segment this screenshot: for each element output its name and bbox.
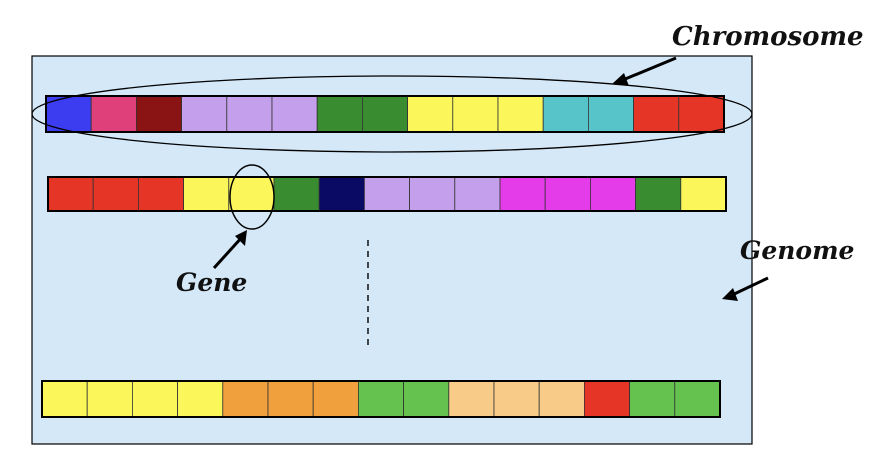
chromosome-arrowhead — [612, 73, 629, 86]
gene-cell — [222, 380, 269, 418]
gene-cell — [454, 176, 501, 212]
gene-cell — [678, 95, 725, 133]
gene-cell — [312, 380, 359, 418]
gene-cell — [452, 95, 499, 133]
gene-cell — [183, 176, 230, 212]
gene-cell — [177, 380, 224, 418]
chromosome-outline-ellipse — [31, 75, 753, 153]
gene-cell — [542, 95, 589, 133]
gene-highlight-ellipse — [229, 164, 275, 230]
chromosome-strip-2 — [47, 176, 727, 212]
gene-cell — [135, 95, 182, 133]
gene-cell — [137, 176, 184, 212]
chromosome-strip-1 — [45, 95, 725, 133]
gene-cell — [497, 95, 544, 133]
gene-cell — [271, 95, 318, 133]
chromosome-strip-3 — [41, 380, 721, 418]
gene-cell — [316, 95, 363, 133]
gene-cell — [403, 380, 450, 418]
gene-cell — [226, 95, 273, 133]
gene-cell — [228, 176, 275, 212]
gene-arrowhead — [235, 230, 247, 246]
genome-arrow — [729, 276, 769, 298]
chromosome-arrow — [617, 56, 677, 84]
gene-cell — [41, 380, 88, 418]
gene-cell — [131, 380, 178, 418]
gene-cell — [633, 95, 680, 133]
gene-cell — [363, 176, 410, 212]
chromosome-strip-outline — [45, 95, 725, 133]
gene-cell — [45, 95, 92, 133]
gene-cell — [267, 380, 314, 418]
chromosome-label: Chromosome — [672, 22, 864, 52]
gene-cell — [407, 95, 454, 133]
gene-cell — [584, 380, 631, 418]
gene-cell — [680, 176, 727, 212]
gene-cell — [499, 176, 546, 212]
gene-cell — [181, 95, 228, 133]
gene-cell — [86, 380, 133, 418]
gene-cell — [273, 176, 320, 212]
gene-label: Gene — [176, 268, 248, 297]
gene-cell — [409, 176, 456, 212]
chromosome-strip-outline — [47, 176, 727, 212]
gene-cell — [361, 95, 408, 133]
gene-cell — [92, 176, 139, 212]
chromosome-strip-outline — [41, 380, 721, 418]
arrows — [212, 56, 769, 301]
gene-cell — [588, 95, 635, 133]
gene-cell — [318, 176, 365, 212]
gene-cell — [47, 176, 94, 212]
gene-cell — [357, 380, 404, 418]
gene-cell — [635, 176, 682, 212]
gene-cell — [629, 380, 676, 418]
genome-label: Genome — [740, 236, 855, 265]
genome-arrowhead — [722, 288, 738, 301]
gene-cell — [538, 380, 585, 418]
gene-cell — [448, 380, 495, 418]
gene-cell — [493, 380, 540, 418]
gene-cell — [674, 380, 721, 418]
gene-cell — [590, 176, 637, 212]
gene-cell — [544, 176, 591, 212]
gene-cell — [90, 95, 137, 133]
gene-arrow — [212, 234, 245, 270]
